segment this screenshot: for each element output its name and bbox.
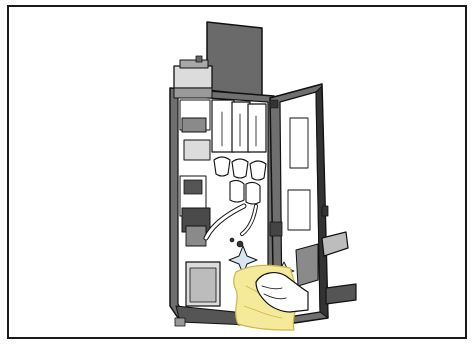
ingredient-canisters [212, 100, 266, 152]
hopper [174, 56, 212, 98]
